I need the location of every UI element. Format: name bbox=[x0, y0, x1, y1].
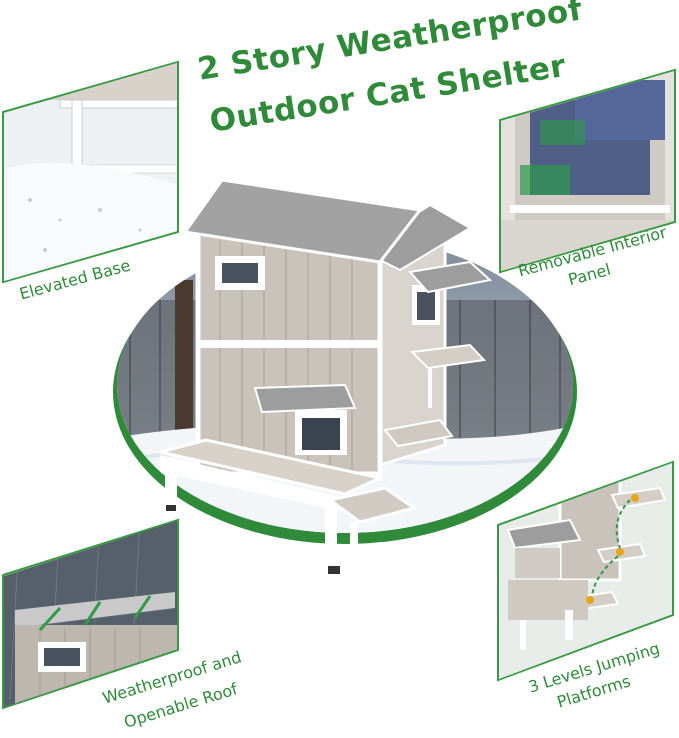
cat-house bbox=[159, 178, 493, 574]
callout-platforms-frame bbox=[497, 460, 674, 682]
callout-roof-frame bbox=[2, 518, 179, 710]
paw-print-icons bbox=[586, 494, 639, 604]
roof-arrow-icons bbox=[38, 595, 152, 632]
callout-elevated-base-frame bbox=[2, 60, 179, 284]
